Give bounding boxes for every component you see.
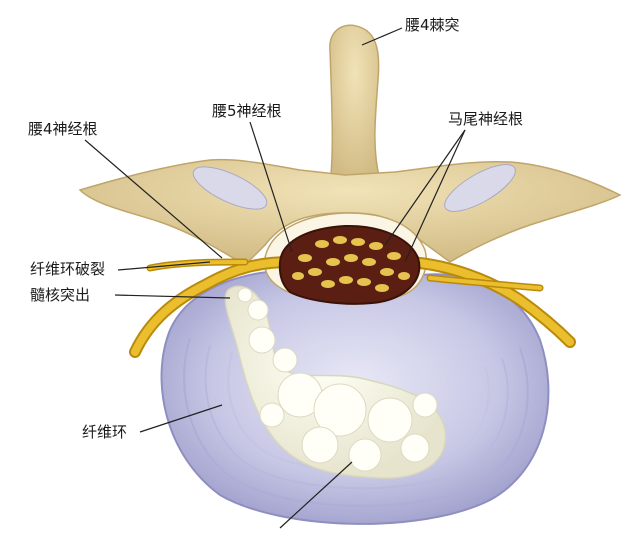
dural-sac	[278, 224, 421, 305]
leader-lines	[84, 27, 466, 529]
leader-cauda-2	[404, 129, 466, 263]
cauda-equina-fibers	[292, 236, 410, 292]
label-l4-root: 腰4神经根	[28, 120, 98, 138]
leader-l5-root	[249, 121, 293, 253]
label-l4-spinous: 腰4棘突	[405, 16, 460, 34]
leader-nucleus	[279, 461, 353, 529]
leader-annulus-tear	[117, 261, 211, 271]
leader-l4-spinous	[361, 27, 403, 46]
leader-annulus	[139, 404, 223, 433]
label-annulus: 纤维环	[82, 423, 128, 441]
leader-cauda-1	[384, 129, 466, 246]
label-nucleus-prolapse: 髓核突出	[30, 286, 91, 304]
label-annulus-tear: 纤维环破裂	[30, 260, 106, 278]
nucleus-pulposus	[224, 285, 447, 479]
nerve-roots	[129, 256, 576, 358]
leader-nucleus-prolapse	[114, 294, 231, 299]
leader-l4-root	[84, 139, 223, 259]
label-cauda: 马尾神经根	[448, 110, 524, 128]
label-l5-root: 腰5神经根	[212, 102, 282, 120]
